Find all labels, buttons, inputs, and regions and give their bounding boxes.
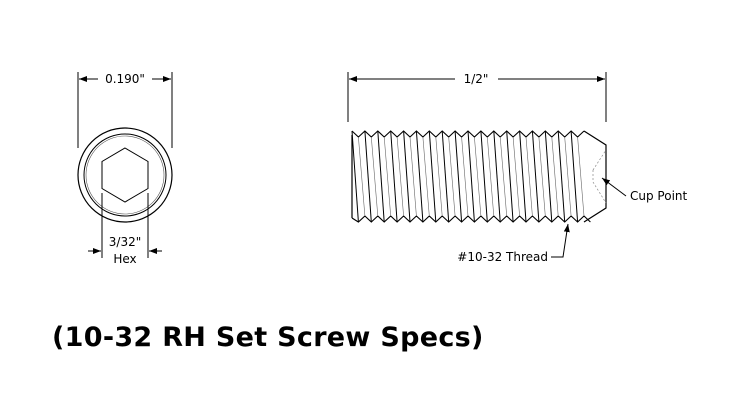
thread-crest-line [364, 130, 372, 223]
thread-root-line [487, 136, 495, 217]
inner-circle [83, 133, 167, 217]
thread-crest-line [403, 130, 411, 223]
thread-root-line [525, 136, 533, 217]
cup-point-leader [601, 177, 627, 197]
thread-crest-line [544, 130, 553, 223]
screw-threads [351, 130, 591, 223]
thread-crest-line [415, 130, 424, 223]
thread-root-line [435, 136, 443, 217]
thread-leader [551, 223, 570, 258]
thread-crest-line [570, 130, 579, 223]
thread-crest-line [557, 130, 566, 223]
thread-root-line [474, 136, 482, 217]
thread-label: #10-32 Thread [457, 250, 548, 264]
thread-crest-line [480, 130, 488, 223]
hex-size-label: 3/32" [109, 235, 141, 249]
caption: (10-32 RH Set Screw Specs) [52, 322, 484, 353]
thread-root-line [461, 136, 469, 217]
hex-socket [101, 147, 149, 203]
thread-root-line [358, 136, 366, 217]
thread-crest-line [454, 130, 463, 223]
thread-profile-bottom [351, 215, 591, 223]
thread-crest-line [351, 130, 359, 223]
thread-crest-line [506, 130, 514, 223]
thread-crest-line [428, 130, 437, 223]
cup-point-tip [583, 130, 607, 223]
diameter-label: 0.190" [105, 72, 145, 86]
thread-root-line [409, 136, 417, 217]
thread-root-line [538, 136, 546, 217]
thread-root-line [577, 136, 585, 217]
thread-root-line [448, 136, 456, 217]
thread-root-line [422, 136, 430, 217]
end-view: 0.190" 3/32" Hex [77, 72, 173, 266]
thread-crest-line [467, 130, 475, 223]
thread-root-line [564, 136, 572, 217]
thread-crest-line [519, 130, 527, 223]
cup-point-label: Cup Point [630, 189, 688, 203]
thread-root-line [551, 136, 559, 217]
side-view: 1/2" Cup Point #10-32 Thread [347, 72, 688, 264]
thread-root-line [499, 136, 507, 217]
thread-root-line [371, 136, 379, 217]
thread-crest-line [390, 130, 398, 223]
thread-crest-line [441, 130, 450, 223]
inner-circle-2 [85, 135, 165, 215]
length-label: 1/2" [464, 72, 489, 86]
thread-crest-line [493, 130, 501, 223]
hex-label: Hex [113, 252, 136, 266]
thread-crest-line [531, 130, 540, 223]
thread-root-line [512, 136, 520, 217]
thread-root-line [396, 136, 404, 217]
outer-circle [77, 127, 173, 223]
thread-crest-line [377, 130, 385, 223]
thread-root-line [383, 136, 391, 217]
